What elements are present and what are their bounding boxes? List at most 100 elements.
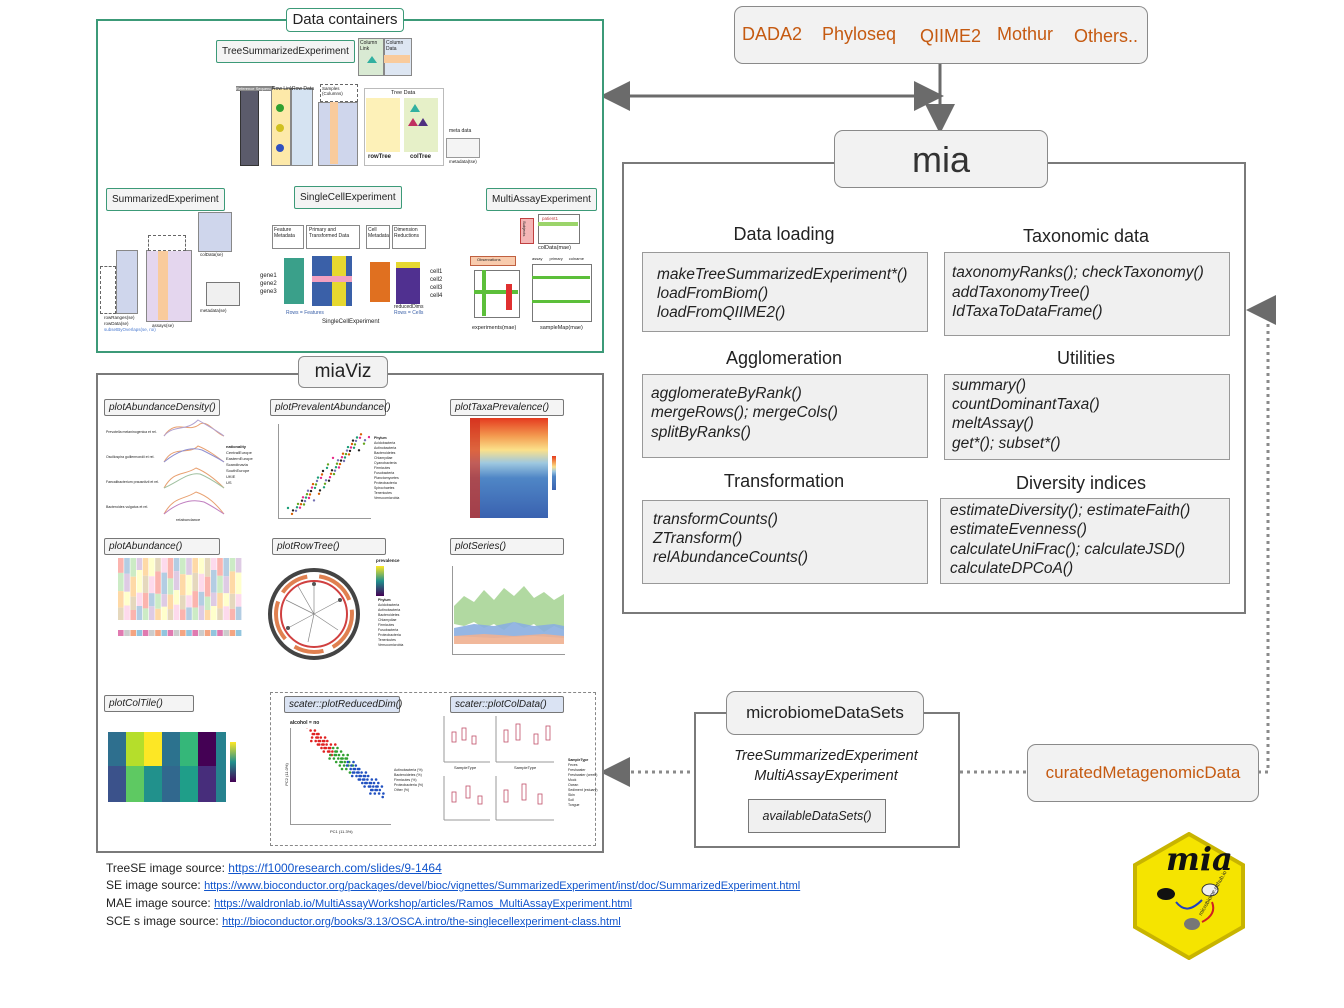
curated-box: curatedMetagenomicData — [1027, 744, 1259, 802]
abundance-bar-segment — [167, 609, 174, 620]
reduceddim-point — [329, 753, 332, 757]
abundance-sample-strip — [211, 630, 217, 636]
prevalent-point — [337, 466, 341, 469]
reduceddim-point — [331, 746, 335, 750]
prevalent-point — [357, 449, 361, 452]
section-title-taxonomic: Taxonomic data — [1022, 226, 1150, 246]
tree-triangle-purple — [418, 118, 428, 126]
sce-reduced-block — [396, 262, 420, 304]
reduceddim-point — [351, 771, 355, 774]
reduceddim-point — [377, 781, 380, 785]
abundance-bar-segment — [130, 558, 136, 577]
prevalent-point — [352, 446, 356, 449]
abundance-bar-segment — [180, 595, 186, 610]
reduceddim-ylabel: PC2 (11.0%) — [283, 763, 289, 786]
abundance-bar-segment — [136, 592, 143, 606]
mae-subjects-block: Subjects — [520, 218, 534, 244]
prevalent-point — [311, 482, 315, 486]
abundance-bar-segment — [204, 596, 211, 610]
abundance-bar-segment — [211, 558, 217, 570]
reduceddim-point — [360, 771, 363, 774]
row-data-block — [291, 88, 313, 166]
source-treese: TreeSE image source: https://f1000resear… — [106, 861, 442, 875]
reduceddim-point — [378, 788, 382, 792]
plot-tag-reduceddim: scater::plotReducedDim() — [284, 696, 402, 713]
abundance-sample-strip — [186, 630, 192, 636]
abundance-bar-segment — [229, 593, 236, 609]
reduceddim-point — [368, 781, 371, 785]
reduceddim-point — [380, 785, 384, 788]
abundance-bar-segment — [161, 572, 167, 595]
abundance-bar-segment — [124, 605, 130, 620]
fn-merge-rows-cols: mergeRows(); mergeCols() — [651, 404, 838, 421]
mae-exp-green-h — [474, 290, 518, 294]
reduceddim-point — [369, 788, 373, 792]
section-box-loading — [642, 252, 928, 332]
abundance-bar-segment — [192, 558, 198, 573]
abundance-bar-segment — [204, 610, 211, 620]
reduceddim-point — [342, 764, 346, 767]
reduceddim-point — [363, 785, 366, 788]
sce-label: SingleCellExperiment — [294, 186, 402, 209]
abundance-bar-segment — [229, 571, 236, 594]
sce-cell-list: cell1 cell2 cell3 cell4 — [430, 269, 443, 299]
col-tree-label: colTree — [410, 154, 432, 160]
abundance-sample-strip — [223, 630, 229, 636]
row-tree-label: rowTree — [368, 154, 392, 160]
row-link-label: Row Link — [272, 86, 293, 92]
reduceddim-legend: Actinobacteria (%) Bacteroidetes (%) Fir… — [394, 768, 424, 792]
reduceddim-point — [374, 778, 378, 781]
reduceddim-point — [336, 746, 339, 750]
abundance-bar-segment — [149, 576, 155, 594]
se-samples-box — [148, 235, 186, 251]
abundance-bar-segment — [167, 594, 174, 610]
reduceddim-point — [364, 771, 368, 774]
row-tree-block — [366, 98, 400, 152]
reduceddim-point — [372, 785, 375, 788]
plot-tag-taxaprev: plotTaxaPrevalence() — [450, 399, 564, 416]
abundance-bar-segment — [186, 574, 192, 596]
abundance-bar-segment — [136, 558, 143, 570]
reduceddim-point — [369, 792, 372, 795]
mae-samplemap-band1 — [532, 276, 590, 279]
abundance-bar-segment — [235, 606, 242, 620]
reduceddim-point — [366, 778, 369, 781]
treese-label: TreeSummarizedExperiment — [216, 40, 355, 63]
prevalent-point — [320, 473, 324, 476]
beetle-icon — [1157, 883, 1219, 930]
reduceddim-point — [334, 743, 337, 746]
thumb-series-axes — [452, 566, 565, 655]
coldata-legend: SampleType Feces Freshwater Freshwater (… — [568, 758, 598, 807]
prevalent-point — [344, 452, 348, 456]
thumb-abundance — [118, 558, 242, 636]
prevalent-point — [314, 483, 318, 486]
reduceddim-point — [356, 771, 359, 774]
coldata-sampletype-1: SampleType — [454, 765, 477, 770]
row-dot-2 — [276, 124, 284, 132]
reduceddim-point — [372, 781, 376, 785]
reduceddim-point — [350, 764, 353, 767]
abundance-bar-segment — [223, 576, 229, 594]
source-mae-link[interactable]: https://waldronlab.io/MultiAssayWorkshop… — [214, 898, 633, 910]
abundance-sample-strip — [229, 630, 236, 636]
prevalent-point — [346, 445, 350, 449]
sce-assay-pink — [312, 276, 352, 282]
reduceddim-point — [364, 781, 367, 785]
source-se-link[interactable]: https://www.bioconductor.org/packages/de… — [204, 880, 801, 892]
tree-triangle-green — [410, 104, 420, 112]
reduceddim-point — [327, 746, 331, 750]
tree-triangle-red — [408, 118, 418, 126]
abundance-bar-segment — [155, 608, 161, 620]
abundance-bar-segment — [211, 570, 217, 593]
prevalent-point — [317, 492, 321, 495]
prevalent-point — [312, 499, 316, 502]
reduceddim-point — [358, 774, 361, 778]
se-rowranges-fn: rowRanges(se) — [104, 315, 135, 320]
reduceddim-point — [343, 760, 347, 764]
source-treese-link[interactable]: https://f1000research.com/slides/9-1464 — [228, 861, 442, 875]
prevalent-point — [301, 496, 305, 499]
plot-tag-density: plotAbundanceDensity() — [104, 399, 220, 416]
mae-coldata-fn: colData(mae) — [538, 245, 572, 251]
source-sce-link[interactable]: http://bioconductor.org/books/3.13/OSCA.… — [222, 916, 621, 928]
abundance-bar-segment — [124, 558, 130, 574]
